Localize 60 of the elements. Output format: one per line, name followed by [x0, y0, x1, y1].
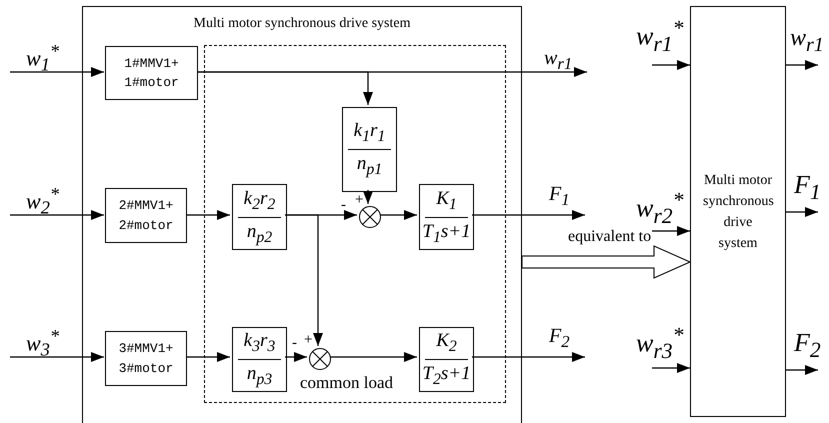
arrow [379, 210, 417, 220]
signal-label: w$_{r1}$ [544, 48, 572, 73]
arrow [197, 71, 373, 105]
arrow [10, 352, 104, 362]
block-label: 3#MMV1+ 3#motor [118, 340, 174, 378]
sign: - [292, 336, 297, 351]
process-box [105, 188, 187, 243]
arrow [329, 352, 417, 362]
arrow [10, 210, 104, 220]
signal-label: F$_{1}$ [794, 172, 821, 204]
denominator: T$_{1}$s+1 [422, 220, 471, 246]
edge-label: equivalent to [568, 229, 652, 245]
block-label: 2#MMV1+ 2#motor [118, 197, 174, 234]
arrow [285, 352, 307, 362]
numerator: K$_{2}$ [436, 330, 457, 356]
transfer-function-box [232, 184, 287, 250]
process-box [105, 331, 187, 386]
summing-junction [359, 206, 381, 228]
sign: + [355, 193, 364, 208]
arrow [786, 60, 818, 70]
arrow [652, 363, 690, 373]
block-label: 1#MMV1+ 1#motor [123, 54, 180, 92]
signal-label: F$_{2}$ [549, 326, 570, 351]
transfer-function-box [419, 327, 474, 392]
numerator: k$_{2}$r$_{2}$ [244, 188, 276, 214]
arrow [285, 214, 323, 346]
arrow [363, 190, 373, 204]
transfer-function-box [342, 107, 397, 192]
signal-label: w$_{r1}$ [790, 26, 824, 55]
arrow [472, 352, 585, 362]
denominator: n$_{p1}$ [356, 153, 382, 179]
arrow [186, 210, 230, 220]
hollow-arrow [522, 245, 692, 279]
transfer-function-box [232, 327, 287, 392]
dashed-region [204, 45, 506, 403]
block-label: Multi motor synchronous drive system [703, 172, 773, 252]
arrow [186, 352, 230, 362]
arrow [652, 226, 690, 236]
denominator: n$_{p2}$ [246, 220, 272, 246]
summing-junction [309, 348, 331, 370]
node-label: common load [300, 374, 394, 391]
process-box [105, 46, 198, 100]
denominator: T$_{2}$s+1 [422, 363, 471, 389]
frame-title: Multi motor synchronous drive system [192, 17, 412, 31]
arrow [786, 365, 818, 375]
numerator: k$_{3}$r$_{3}$ [244, 330, 276, 356]
signal-label: F$_{2}$ [794, 330, 821, 362]
numerator: k$_{1}$r$_{1}$ [354, 120, 386, 146]
system-block [690, 6, 786, 417]
sign: + [304, 333, 312, 348]
arrow [786, 207, 818, 217]
signal-label: F$_{1}$ [549, 184, 570, 209]
sign: - [341, 198, 346, 213]
system-frame [82, 6, 522, 423]
transfer-function-box [419, 184, 474, 250]
arrow [472, 210, 585, 220]
arrow [10, 67, 104, 77]
denominator: n$_{p3}$ [246, 363, 272, 389]
numerator: K$_{1}$ [436, 188, 457, 214]
arrow [652, 60, 690, 70]
